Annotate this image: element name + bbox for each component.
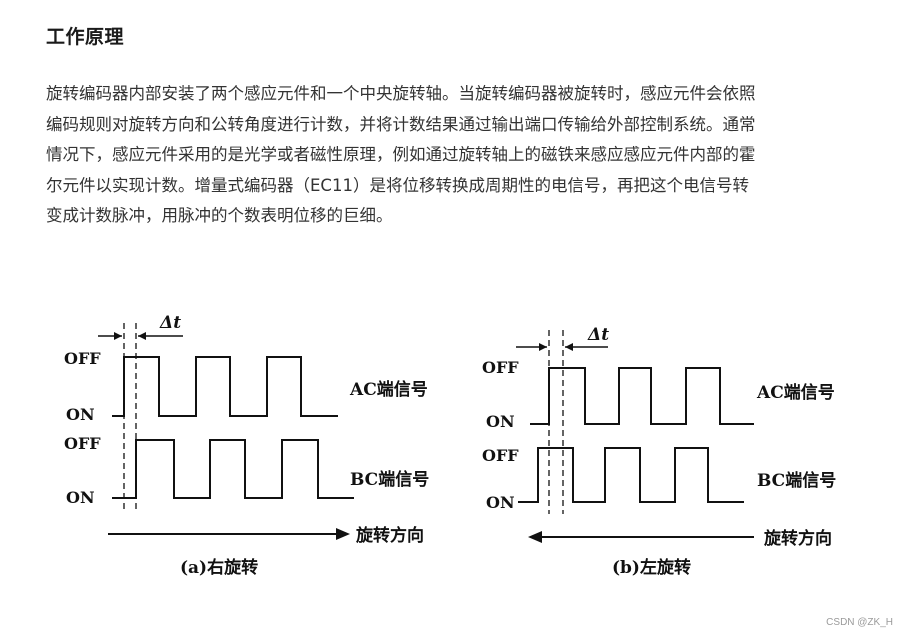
left-on-label-1: ON: [66, 405, 95, 424]
right-caption: (b)左旋转: [612, 557, 691, 578]
left-caption: (a)右旋转: [180, 557, 258, 578]
left-off-label-2: OFF: [64, 434, 101, 453]
description-paragraph: 旋转编码器内部安装了两个感应元件和一个中央旋转轴。当旋转编码器被旋转时，感应元件…: [46, 79, 906, 232]
section-heading: 工作原理: [46, 26, 125, 48]
timing-diagram-right-rotation: [98, 323, 354, 540]
ac-waveform: [112, 356, 338, 417]
left-direction-label: 旋转方向: [355, 525, 424, 546]
paragraph-line: 编码规则对旋转方向和公转角度进行计数，并将计数结果通过输出端口传输给外部控制系统…: [46, 114, 756, 134]
left-off-label-1: OFF: [64, 349, 101, 368]
left-bc-signal-label: BC端信号: [350, 469, 429, 490]
right-ac-signal-label: AC端信号: [756, 382, 835, 403]
right-on-label-2: ON: [486, 493, 515, 512]
right-off-label-1: OFF: [482, 358, 519, 377]
left-delta-t-label: Δt: [159, 313, 181, 333]
right-on-label-1: ON: [486, 412, 515, 431]
bc-waveform: [518, 447, 744, 503]
paragraph-line: 尔元件以实现计数。增量式编码器（EC11）是将位移转换成周期性的电信号，再把这个…: [46, 175, 749, 195]
paragraph-line: 旋转编码器内部安装了两个感应元件和一个中央旋转轴。当旋转编码器被旋转时，感应元件…: [46, 84, 756, 103]
right-delta-t-label: Δt: [587, 325, 609, 345]
left-on-label-2: ON: [66, 488, 95, 507]
right-off-label-2: OFF: [482, 446, 519, 465]
right-direction-label: 旋转方向: [763, 528, 832, 549]
paragraph-line: 变成计数脉冲，用脉冲的个数表明位移的巨细。: [46, 206, 393, 225]
timing-diagram-left-rotation: [516, 330, 754, 543]
ac-waveform: [530, 367, 754, 425]
left-ac-signal-label: AC端信号: [349, 379, 428, 400]
watermark: CSDN @ZK_H: [826, 617, 893, 628]
encoder-timing-figure: OFF ON OFF ON Δt AC端信号 BC端信号 旋转方向 (a)右旋转…: [64, 313, 836, 578]
bc-waveform: [112, 439, 354, 499]
paragraph-line: 情况下，感应元件采用的是光学或者磁性原理，例如通过旋转轴上的磁铁来感应感应元件内…: [46, 145, 756, 164]
right-bc-signal-label: BC端信号: [757, 470, 836, 491]
